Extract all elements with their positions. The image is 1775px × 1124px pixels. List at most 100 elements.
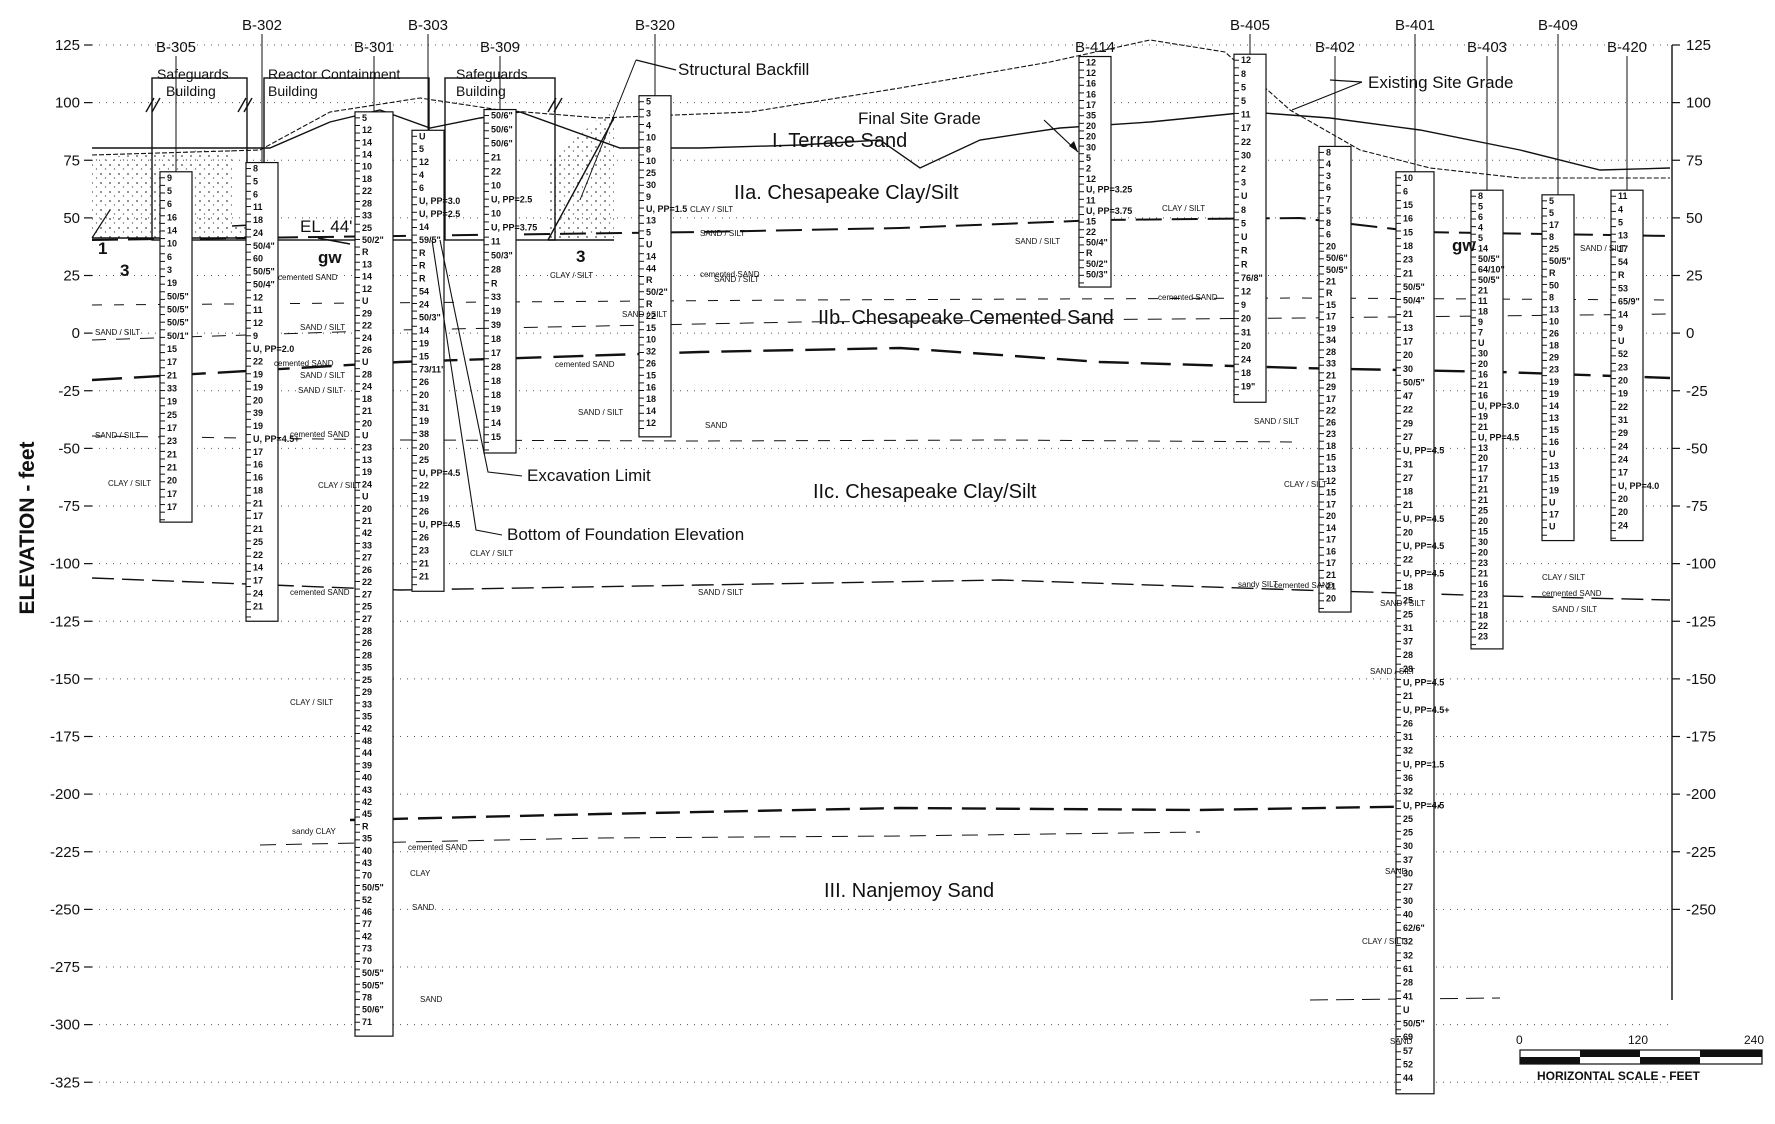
blow-count: 14 (362, 272, 372, 282)
blow-count: 14 (491, 418, 501, 428)
tick-label-left: -125 (50, 613, 80, 630)
existing-site-grade-label: Existing Site Grade (1368, 73, 1514, 92)
tick-label-right: 75 (1686, 152, 1703, 169)
borehole-b-405[interactable]: B-405128551117223023U85URR76/8"129203120… (1230, 17, 1270, 403)
tick-label-left: 125 (55, 37, 80, 54)
blow-count: 8 (253, 164, 258, 174)
soil-label: SAND (705, 421, 727, 430)
blow-count: 50/5" (1326, 265, 1348, 275)
blow-count: 50/5" (362, 883, 384, 893)
blow-count: U (419, 131, 426, 141)
blow-count: 9 (1618, 323, 1623, 333)
blow-count: 20 (253, 395, 263, 405)
borehole-name: B-302 (242, 17, 282, 34)
blow-count: U (362, 492, 369, 502)
blow-count: 20 (1086, 121, 1096, 131)
blow-count: 26 (1326, 417, 1336, 427)
soil-label: SAND / SILT (698, 588, 743, 597)
blow-count: 31 (1618, 415, 1628, 425)
blow-count: 12 (1086, 58, 1096, 68)
blow-count: 4 (1326, 159, 1331, 169)
soil-label: CLAY (410, 869, 431, 878)
soil-label: cemented SAND (700, 270, 760, 279)
borehole-name: B-409 (1538, 17, 1578, 34)
blow-count: 15 (1326, 488, 1336, 498)
borehole-b-305[interactable]: B-305956161410631950/5"50/5"50/5"50/1"15… (156, 39, 196, 523)
blow-count: 13 (1326, 464, 1336, 474)
borehole-b-403[interactable]: B-403856451450/5"64/10"50/5"21111897U302… (1467, 39, 1519, 650)
tick-label-left: -225 (50, 844, 80, 861)
borehole-b-301[interactable]: B-301512141410182228332550/2"R131412U292… (354, 39, 394, 1037)
blow-count: 18 (253, 215, 263, 225)
blow-count: 70 (362, 956, 372, 966)
blow-count: R (362, 821, 369, 831)
blow-count: 25 (1478, 506, 1488, 516)
unit-iib-label: IIb. Chesapeake Cemented Sand (818, 307, 1114, 329)
blow-count: 52 (1403, 1059, 1413, 1069)
blow-count: 30 (1478, 537, 1488, 547)
blow-count: 4 (419, 170, 424, 180)
blow-count: 19 (491, 306, 501, 316)
blow-count: U (1241, 191, 1248, 201)
soil-label: cemented SAND (555, 360, 615, 369)
tick-label-right: 0 (1686, 325, 1694, 342)
blow-count: 16 (1478, 390, 1488, 400)
blow-count: U, PP=4.5 (1403, 446, 1444, 456)
blow-count: 20 (1478, 453, 1488, 463)
blow-count: 29 (362, 308, 372, 318)
blow-count: 3 (1326, 171, 1331, 181)
blow-count: 39 (362, 760, 372, 770)
final-grade-arrowhead (1069, 141, 1078, 152)
blow-count: 50/5" (1403, 282, 1425, 292)
blow-count: 17 (1618, 468, 1628, 478)
blow-count: 50/5" (167, 318, 189, 328)
blow-count: R (1549, 268, 1556, 278)
blow-count: 14 (646, 251, 656, 261)
blow-count: 44 (646, 263, 656, 273)
blow-count: 8 (1326, 218, 1331, 228)
blow-count: 22 (491, 166, 501, 176)
blow-count: 10 (1403, 173, 1413, 183)
borehole-b-401[interactable]: B-40110615161518232150/5"50/4"2113172030… (1395, 17, 1450, 1095)
tick-label-right: -200 (1686, 786, 1716, 803)
blow-count: 25 (1403, 814, 1413, 824)
borehole-b-302[interactable]: B-30285611182450/4"6050/5"50/4"1211129U,… (242, 17, 300, 622)
borehole-name: B-405 (1230, 17, 1270, 34)
blow-count: 21 (1326, 276, 1336, 286)
scale-label-120: 120 (1628, 1033, 1648, 1047)
tick-label-right: -175 (1686, 729, 1716, 746)
blow-count: 78 (362, 992, 372, 1002)
borehole-column (159, 171, 193, 523)
blow-count: 64/10" (1478, 265, 1505, 275)
blow-count: 21 (1403, 268, 1413, 278)
blow-count: 33 (167, 383, 177, 393)
borehole-b-402[interactable]: B-402843675862050/6"50/5"21R151719342833… (1315, 39, 1355, 613)
blow-count: 17 (1478, 474, 1488, 484)
blow-count: 17 (1241, 123, 1251, 133)
blow-count: 23 (1403, 255, 1413, 265)
borehole-b-409[interactable]: B-409551782550/5"R5081310261829231919141… (1538, 17, 1578, 542)
unit-terrace-label: I. Terrace Sand (772, 130, 907, 152)
borehole-b-420[interactable]: B-4201145131754R5365/9"149U5223201922312… (1607, 39, 1659, 542)
blow-count: 21 (253, 524, 263, 534)
blow-count: 17 (1326, 312, 1336, 322)
blow-count: 25 (362, 223, 372, 233)
tick-label-right: -125 (1686, 613, 1716, 630)
blow-count: 25 (419, 455, 429, 465)
blow-count: 37 (1403, 637, 1413, 647)
blow-count: 15 (1549, 425, 1559, 435)
blow-count: 13 (362, 259, 372, 269)
blow-count: 8 (1478, 191, 1483, 201)
blow-count: 50/5" (1403, 377, 1425, 387)
blow-count: 50/1" (167, 331, 189, 341)
blow-count: 50/5" (1478, 275, 1500, 285)
blow-count: 36 (1403, 773, 1413, 783)
soil-label: SAND / SILT (700, 229, 745, 238)
blow-count: 15 (1326, 300, 1336, 310)
borehole-name: B-403 (1467, 39, 1507, 56)
safeguards-building-left-outline (151, 77, 248, 241)
